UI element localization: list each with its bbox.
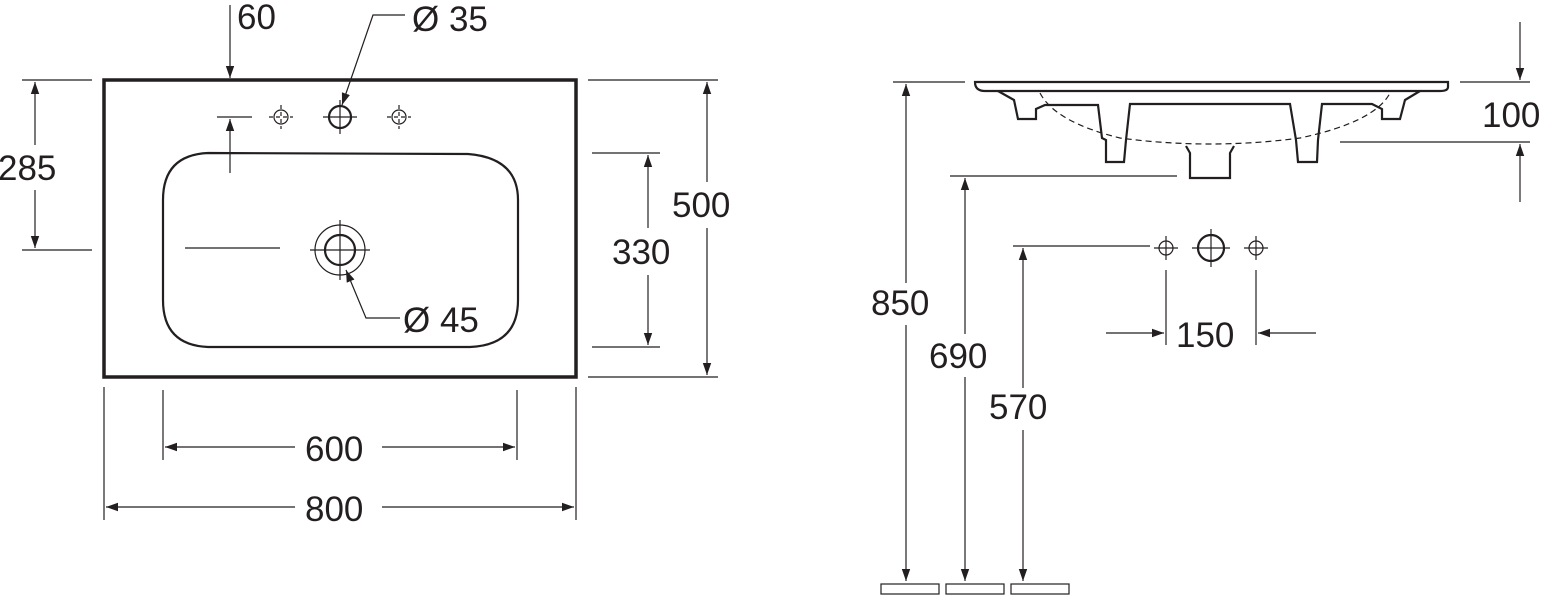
label-tap-height: 570 (989, 388, 1047, 427)
label-bowl-depth: 330 (612, 233, 670, 272)
label-overall-depth: 500 (672, 186, 730, 225)
label-overall-width: 800 (305, 490, 363, 529)
side-view: 850 690 570 (871, 22, 1540, 595)
floor-block (945, 583, 1005, 595)
label-drain-diameter: Ø 45 (403, 301, 479, 340)
label-tap-diameter: Ø 35 (412, 0, 488, 39)
label-bowl-width: 600 (305, 430, 363, 469)
drain-icon (310, 220, 370, 280)
plan-view: 60 Ø 35 Ø 45 285 330 500 600 (0, 0, 730, 529)
tap-hole-right-icon (387, 105, 411, 129)
label-underside-height: 690 (929, 337, 987, 376)
label-tap-to-front: 285 (0, 149, 56, 188)
bowl-outline (161, 151, 520, 349)
floor-block (1010, 583, 1070, 595)
label-top-height: 850 (871, 284, 929, 323)
label-tap-spacing: 150 (1176, 316, 1234, 355)
label-tap-offset: 60 (237, 0, 276, 37)
washbasin-profile (973, 80, 1450, 93)
tap-hole-center-icon (323, 100, 357, 134)
floor-block (880, 583, 940, 595)
tap-hole-side-center-icon (1192, 229, 1230, 267)
tap-hole-side-right-icon (1244, 236, 1268, 260)
basin-outline (102, 78, 578, 379)
tap-hole-left-icon (269, 105, 293, 129)
tap-hole-side-left-icon (1154, 236, 1178, 260)
label-thickness: 100 (1482, 96, 1540, 135)
